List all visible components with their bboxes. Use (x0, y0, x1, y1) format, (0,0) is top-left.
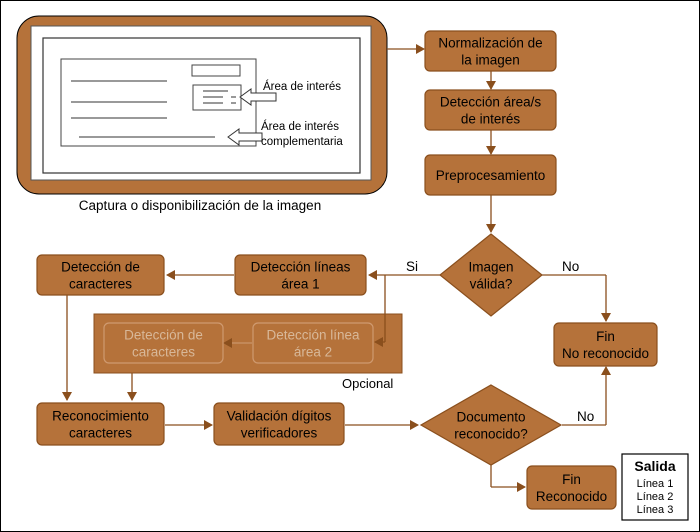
step-normalizacion-label-1: Normalización de (438, 36, 542, 51)
step-validacion-shape (213, 402, 345, 446)
capture-image-frame: Área de interés Área de interés compleme… (16, 15, 388, 195)
decision-imagen-valida-label-1: Imagen (468, 260, 513, 275)
area-complementary-pointer-icon (227, 128, 263, 146)
step-reconocimiento-shape (36, 402, 165, 446)
salida-box: Salida Línea 1 Línea 2 Línea 3 (621, 453, 689, 521)
step-reconocimiento-label-1: Reconocimiento (52, 409, 149, 424)
decision-documento-reconocido-label-2: reconocido? (454, 427, 528, 442)
step-deteccion-lineas-shape (234, 254, 367, 296)
step-deteccion-linea-area2-label-1: Detección línea (266, 328, 360, 343)
step-deteccion-caracteres: Detección de caracteres (36, 254, 165, 296)
end-no-reconocido-label-1: Fin (596, 329, 615, 344)
label-si: Si (406, 259, 418, 274)
step-deteccion-caracteres-opcional: Detección de caracteres (103, 322, 224, 364)
label-no-documento: No (577, 409, 594, 424)
step-deteccion-caracteres-opcional-label-1: Detección de (124, 328, 203, 343)
step-deteccion-area-shape (424, 89, 557, 131)
decision-imagen-valida: Imagen válida? (439, 233, 543, 317)
step-preprocesamiento-shape (424, 154, 557, 196)
step-deteccion-caracteres-shape (36, 254, 165, 296)
step-deteccion-area: Detección área/s de interés (424, 89, 557, 131)
area-complementary-label-2: complementaria (261, 136, 343, 148)
area-interest-label: Área de interés (263, 80, 341, 93)
salida-line-1: Línea 1 (637, 478, 674, 490)
capture-label: Captura o disponibilización de la imagen (79, 198, 321, 213)
step-validacion: Validación dígitos verificadores (213, 402, 345, 446)
salida-title: Salida (634, 458, 675, 474)
step-reconocimiento-label-2: caracteres (69, 426, 132, 441)
step-deteccion-lineas: Detección líneas área 1 (234, 254, 367, 296)
decision-documento-reconocido-shape (419, 384, 563, 466)
step-deteccion-caracteres-label-2: caracteres (69, 277, 132, 292)
salida-line-2: Línea 2 (637, 491, 674, 503)
step-preprocesamiento: Preprocesamiento (424, 154, 557, 196)
end-no-reconocido: Fin No reconocido (553, 322, 658, 367)
step-deteccion-lineas-label-2: área 1 (281, 277, 319, 292)
step-normalizacion-shape (424, 30, 557, 72)
end-no-reconocido-shape (553, 322, 658, 367)
step-reconocimiento: Reconocimiento caracteres (36, 402, 165, 446)
salida-line-3: Línea 3 (637, 504, 674, 516)
end-reconocido-shape (526, 465, 617, 510)
step-deteccion-caracteres-opcional-shape (103, 322, 224, 364)
step-normalizacion: Normalización de la imagen (424, 30, 557, 72)
end-reconocido-label-1: Fin (562, 472, 581, 487)
decision-imagen-valida-label-2: válida? (470, 277, 513, 292)
step-deteccion-caracteres-label-1: Detección de (61, 260, 140, 275)
step-normalizacion-label-2: la imagen (461, 53, 520, 68)
step-preprocesamiento-label-1: Preprocesamiento (436, 168, 546, 183)
end-reconocido-label-2: Reconocido (536, 489, 607, 504)
label-no-valida: No (562, 259, 579, 274)
step-deteccion-area-label-1: Detección área/s (440, 95, 542, 110)
step-deteccion-linea-area2-label-2: área 2 (294, 345, 332, 360)
area-interest-pointer-icon (239, 88, 277, 106)
decision-imagen-valida-shape (439, 233, 543, 317)
step-validacion-label-2: verificadores (241, 426, 318, 441)
decision-documento-reconocido: Documento reconocido? (419, 384, 563, 466)
step-deteccion-lineas-label-1: Detección líneas (251, 260, 351, 275)
decision-documento-reconocido-label-1: Documento (456, 410, 525, 425)
step-validacion-label-1: Validación dígitos (227, 409, 332, 424)
step-deteccion-caracteres-opcional-label-2: caracteres (132, 345, 195, 360)
connectors (62, 44, 611, 492)
area-complementary-label-1: Área de interés (261, 120, 339, 133)
end-no-reconocido-label-2: No reconocido (562, 346, 649, 361)
optional-label: Opcional (342, 376, 393, 391)
step-deteccion-linea-area2: Detección línea área 2 (252, 322, 374, 364)
step-deteccion-area-label-2: de interés (461, 112, 521, 127)
step-deteccion-linea-area2-shape (252, 322, 374, 364)
